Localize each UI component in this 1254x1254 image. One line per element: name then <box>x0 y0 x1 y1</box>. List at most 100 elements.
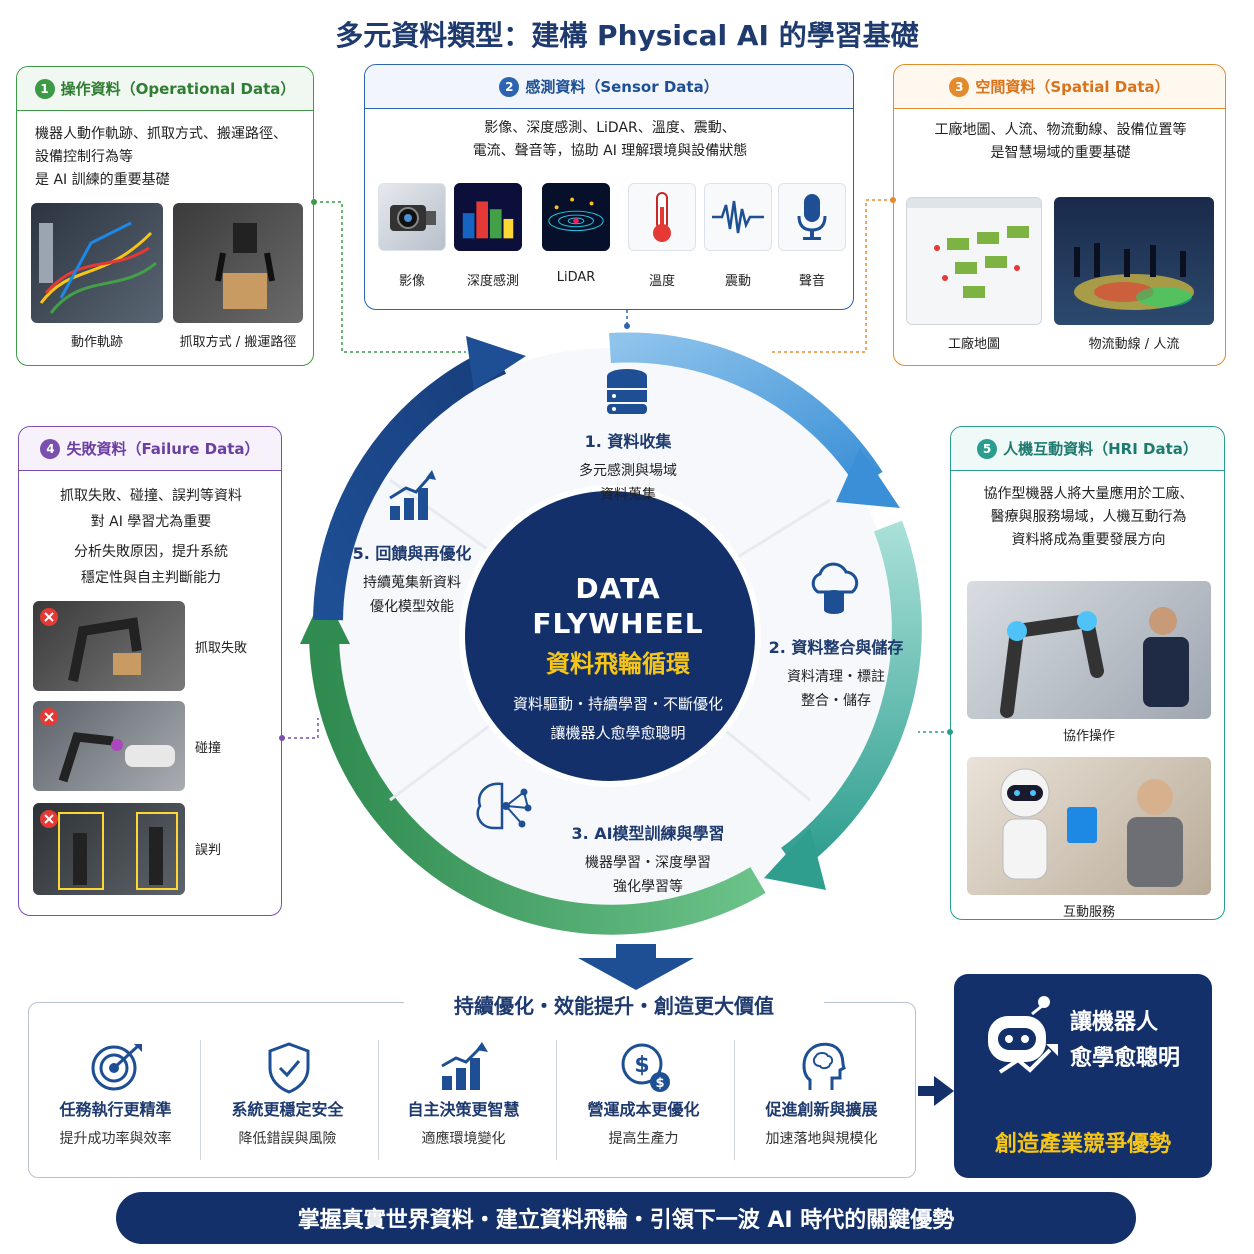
center-title-data: DATA <box>575 572 661 605</box>
camera-icon <box>378 183 446 251</box>
sensor-caption: 聲音 <box>798 274 825 289</box>
grasp-failure-image <box>33 601 185 691</box>
vibration-wave-icon <box>704 183 772 251</box>
benefit-item: 任務執行更精準 提升成功率與效率 <box>28 1040 203 1148</box>
robot-trajectory-image <box>31 203 163 323</box>
step-line: 強化學習等 <box>613 879 683 895</box>
number-badge: 1 <box>34 78 55 99</box>
operational-card-title: 操作資料（Operational Data） <box>60 80 296 98</box>
step-line: 多元感測與場域 <box>579 463 677 479</box>
number-badge: 2 <box>499 76 520 97</box>
step-line: 優化模型效能 <box>370 599 454 615</box>
collision-image <box>33 701 185 791</box>
benefit-item: 促進創新與擴展 加速落地與規模化 <box>734 1040 909 1148</box>
benefit-sub: 提高生產力 <box>608 1131 679 1147</box>
factory-map-image <box>906 197 1042 325</box>
shield-icon <box>266 1042 312 1098</box>
operational-card-header: 1 操作資料（Operational Data） <box>17 67 313 111</box>
divider <box>556 1040 557 1160</box>
step-title: 5. 回饋與再優化 <box>352 544 472 563</box>
spatial-desc-line: 是智慧場域的重要基礎 <box>990 145 1131 161</box>
spatial-caption: 物流動線 / 人流 <box>1088 337 1180 352</box>
people-flow-heatmap-image <box>1054 197 1214 325</box>
spatial-card-header: 3 空間資料（Spatial Data） <box>894 65 1225 109</box>
dollar-icon: $$ <box>620 1042 672 1098</box>
divider <box>378 1040 379 1160</box>
hri-card-title: 人機互動資料（HRI Data） <box>1003 440 1198 458</box>
operational-data-card: 1 操作資料（Operational Data） 機器人動作軌跡、抓取方式、搬運… <box>16 66 314 366</box>
sensor-caption: LiDAR <box>556 270 596 285</box>
hri-caption: 協作操作 <box>1062 729 1115 744</box>
brain-network-icon <box>472 778 536 840</box>
hri-caption: 互動服務 <box>1062 905 1115 920</box>
depth-map-icon <box>454 183 522 251</box>
hri-desc-line: 醫療與服務場域，人機互動行為 <box>990 509 1187 525</box>
footer-text: 掌握真實世界資料・建立資料飛輪・引領下一波 AI 時代的關鍵優勢 <box>297 1208 955 1233</box>
step-2: 2. 資料整合與儲存 資料清理・標註 整合・儲存 <box>756 634 916 710</box>
failure-caption: 誤判 <box>195 843 222 858</box>
failure-desc-line: 抓取失敗、碰撞、誤判等資料 <box>60 488 242 504</box>
sensor-caption: 溫度 <box>648 274 675 289</box>
step-line: 機器學習・深度學習 <box>585 855 711 871</box>
sensor-desc-line: 影像、深度感測、LiDAR、溫度、震動、 <box>484 120 736 136</box>
failure-data-card: 4 失敗資料（Failure Data） 抓取失敗、碰撞、誤判等資料 對 AI … <box>18 426 282 916</box>
robot-summary-box: 讓機器人 愈學愈聰明 創造產業競爭優勢 <box>954 974 1212 1178</box>
database-icon <box>604 368 650 420</box>
spatial-caption: 工廠地圖 <box>947 337 1000 352</box>
failure-card-header: 4 失敗資料（Failure Data） <box>19 427 281 471</box>
failure-desc-line: 穩定性與自主判斷能力 <box>81 570 221 586</box>
step-5: 5. 回饋與再優化 持續蒐集新資料 優化模型效能 <box>334 540 490 616</box>
robot-icon <box>978 994 1068 1098</box>
step-3: 3. AI模型訓練與學習 機器學習・深度學習 強化學習等 <box>548 820 748 896</box>
step-title: 2. 資料整合與儲存 <box>768 638 904 657</box>
step-title: 1. 資料收集 <box>584 432 672 451</box>
hri-desc-line: 資料將成為重要發展方向 <box>1011 532 1166 548</box>
benefit-sub: 提升成功率與效率 <box>59 1131 172 1147</box>
benefit-title: 促進創新與擴展 <box>765 1100 878 1119</box>
sensor-card-header: 2 感測資料（Sensor Data） <box>365 65 853 109</box>
failure-caption: 碰撞 <box>195 741 222 756</box>
right-arrow-icon <box>918 1076 954 1110</box>
footer-banner: 掌握真實世界資料・建立資料飛輪・引領下一波 AI 時代的關鍵優勢 <box>116 1192 1136 1244</box>
benefit-sub: 加速落地與規模化 <box>765 1131 878 1147</box>
thermometer-icon <box>628 183 696 251</box>
failure-desc-line: 對 AI 學習尤為重要 <box>90 514 212 530</box>
sensor-desc-line: 電流、聲音等，協助 AI 理解環境與設備狀態 <box>472 143 748 159</box>
step-line: 整合・儲存 <box>801 693 871 709</box>
failure-caption: 抓取失敗 <box>195 641 248 656</box>
sensor-card-title: 感測資料（Sensor Data） <box>525 78 719 96</box>
center-line: 資料驅動・持續學習・不斷優化 <box>512 695 723 713</box>
operational-caption: 抓取方式 / 搬運路徑 <box>179 335 297 350</box>
robot-gripper-image <box>173 203 303 323</box>
growth-chart-icon <box>388 468 438 526</box>
number-badge: 4 <box>40 438 61 459</box>
failure-card-title: 失敗資料（Failure Data） <box>66 440 260 458</box>
interactive-service-image <box>967 757 1211 895</box>
failure-desc-line: 分析失敗原因，提升系統 <box>74 544 228 560</box>
center-line: 讓機器人愈學愈聰明 <box>550 724 686 742</box>
lidar-icon <box>542 183 610 251</box>
sensor-caption: 影像 <box>398 274 425 289</box>
benefit-title: 營運成本更優化 <box>587 1100 700 1119</box>
benefits-header: 持續優化・效能提升・創造更大價值 <box>404 990 824 1019</box>
flywheel-center: DATA FLYWHEEL 資料飛輪循環 資料驅動・持續學習・不斷優化 讓機器人… <box>470 572 766 743</box>
spatial-card-title: 空間資料（Spatial Data） <box>975 78 1170 96</box>
benefit-sub: 適應環境變化 <box>421 1131 506 1147</box>
cloud-database-icon <box>804 562 864 622</box>
sensor-caption: 深度感測 <box>466 274 519 289</box>
target-icon <box>90 1042 144 1096</box>
operational-caption: 動作軌跡 <box>70 335 123 350</box>
number-badge: 3 <box>949 76 970 97</box>
robot-box-tagline: 創造產業競爭優勢 <box>994 1132 1171 1157</box>
center-subtitle: 資料飛輪循環 <box>546 650 690 678</box>
robot-box-line: 愈學愈聰明 <box>1070 1046 1181 1071</box>
number-badge: 5 <box>977 438 998 459</box>
benefit-title: 任務執行更精準 <box>59 1100 172 1119</box>
hri-data-card: 5 人機互動資料（HRI Data） 協作型機器人將大量應用於工廠、 醫療與服務… <box>950 426 1225 920</box>
microphone-icon <box>778 183 846 251</box>
benefit-item: 系統更穩定安全 降低錯誤與風險 <box>200 1040 375 1148</box>
hri-desc-line: 協作型機器人將大量應用於工廠、 <box>983 486 1194 502</box>
step-line: 持續蒐集新資料 <box>363 575 461 591</box>
divider <box>200 1040 201 1160</box>
benefit-title: 系統更穩定安全 <box>231 1100 344 1119</box>
